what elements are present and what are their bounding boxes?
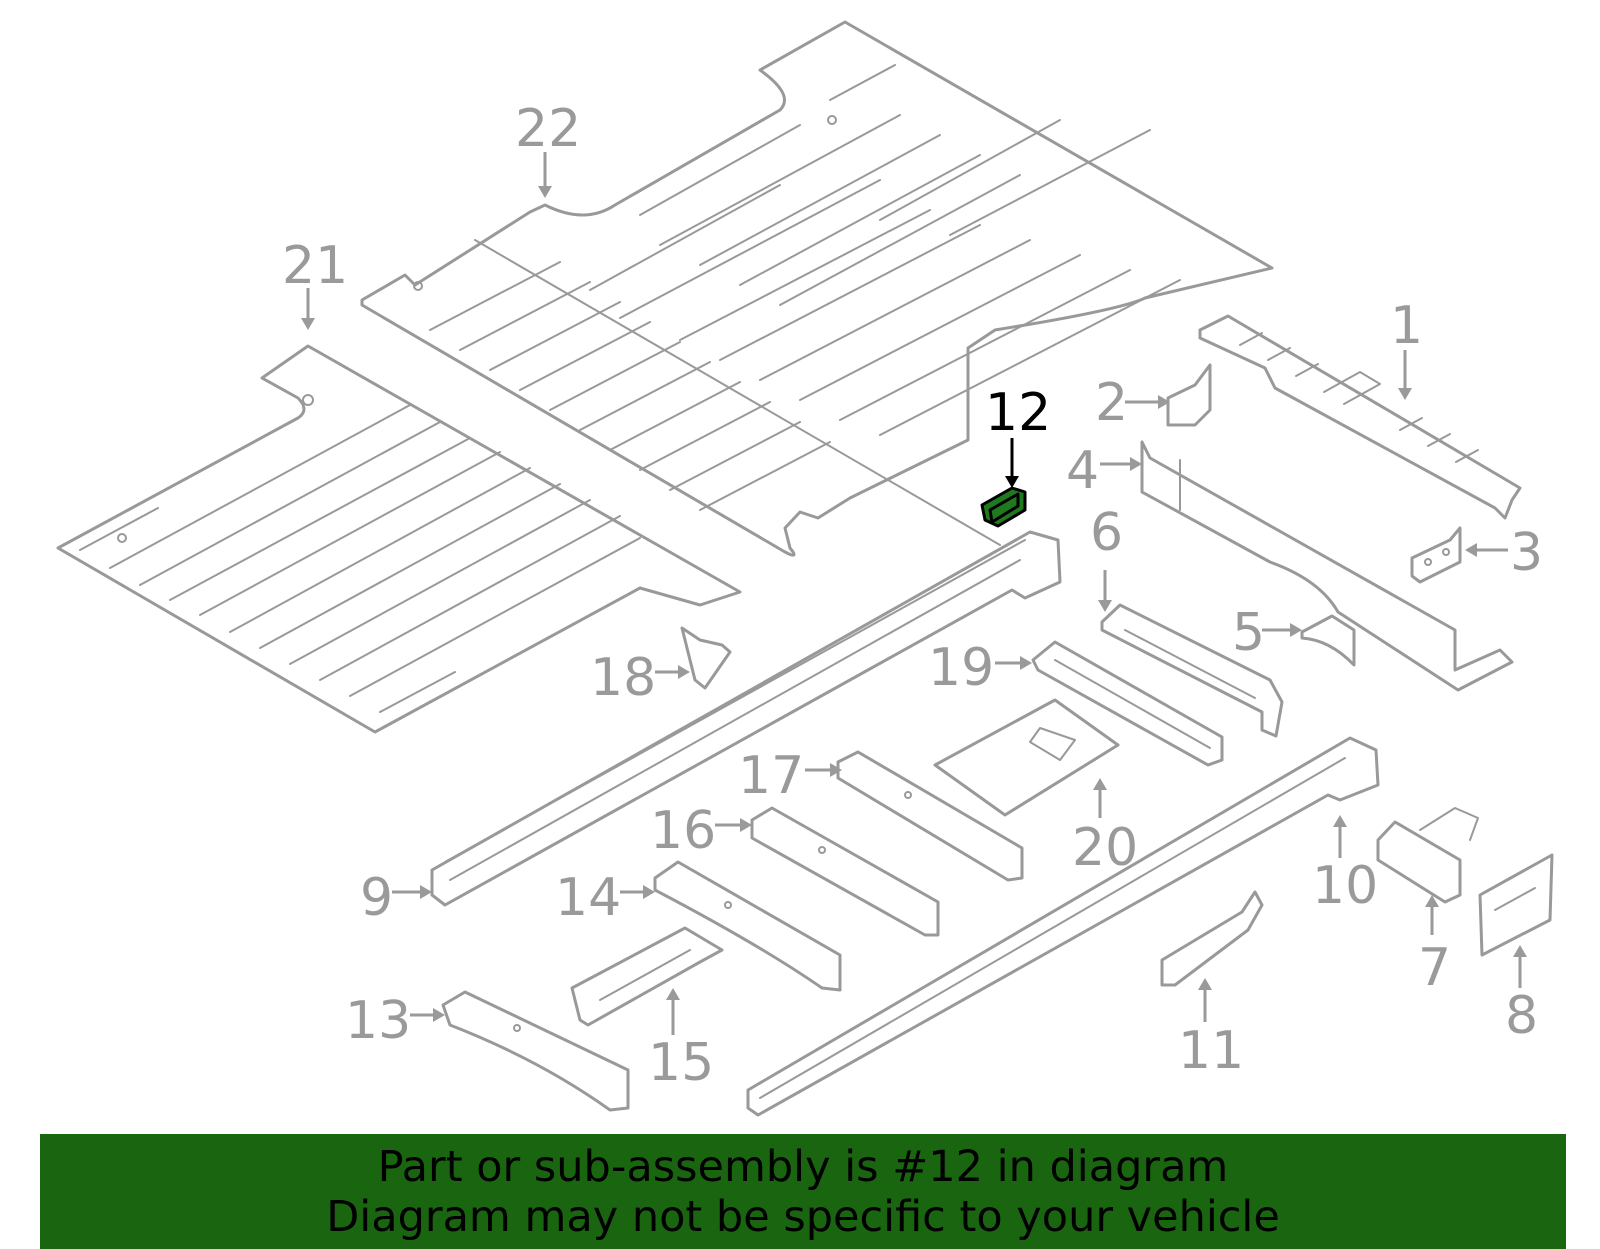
svg-text:4: 4 — [1066, 441, 1099, 501]
callout-19: 19 — [928, 638, 1032, 698]
callout-21: 21 — [282, 236, 348, 330]
part-18-bracket — [680, 626, 732, 690]
callout-2: 2 — [1095, 373, 1170, 433]
svg-text:18: 18 — [590, 648, 656, 708]
callout-15: 15 — [648, 988, 714, 1093]
part-10-rail — [746, 736, 1380, 1117]
part-7-bracket — [1376, 807, 1479, 904]
callout-10: 10 — [1312, 815, 1378, 916]
callout-18: 18 — [590, 648, 690, 708]
svg-text:2: 2 — [1095, 373, 1128, 433]
svg-text:3: 3 — [1510, 523, 1543, 583]
callout-14: 14 — [555, 868, 655, 928]
part-3-bracket — [1410, 526, 1462, 584]
banner-line-disclaimer: Diagram may not be specific to your vehi… — [326, 1191, 1280, 1242]
svg-text:11: 11 — [1178, 1021, 1244, 1081]
part-19-crossmember — [1031, 640, 1224, 767]
svg-text:1: 1 — [1390, 296, 1423, 356]
callout-13: 13 — [345, 991, 445, 1051]
svg-text:14: 14 — [555, 868, 621, 928]
svg-text:8: 8 — [1505, 986, 1538, 1046]
part-1-crossmember — [1198, 314, 1522, 520]
part-13-crossmember — [441, 990, 630, 1112]
svg-text:12: 12 — [985, 383, 1051, 443]
callout-20: 20 — [1072, 778, 1138, 878]
part-16-crossmember — [750, 806, 940, 937]
part-22-floor-panel — [360, 20, 1274, 557]
part-9-rail — [430, 530, 1062, 907]
part-21-floor-panel — [56, 344, 742, 734]
svg-text:20: 20 — [1072, 818, 1138, 878]
callout-7: 7 — [1418, 895, 1451, 998]
svg-text:10: 10 — [1312, 856, 1378, 916]
info-banner: Part or sub-assembly is #12 in diagram D… — [40, 1134, 1566, 1249]
svg-text:19: 19 — [928, 638, 994, 698]
svg-text:13: 13 — [345, 991, 411, 1051]
callout-11: 11 — [1178, 978, 1244, 1081]
part-5-gusset — [1300, 614, 1356, 667]
part-2-bracket — [1166, 363, 1212, 427]
callout-6: 6 — [1090, 503, 1123, 612]
svg-text:16: 16 — [650, 801, 716, 861]
callout-8: 8 — [1505, 945, 1538, 1046]
callout-22: 22 — [515, 99, 581, 198]
part-15-bracket — [570, 926, 724, 1027]
callout-12[interactable]: 12 — [985, 383, 1051, 488]
svg-text:9: 9 — [360, 868, 393, 928]
callout-4: 4 — [1066, 441, 1142, 501]
svg-text:21: 21 — [282, 236, 348, 296]
part-17-crossmember — [836, 750, 1024, 882]
callout-3: 3 — [1465, 523, 1543, 583]
svg-text:17: 17 — [738, 746, 804, 806]
svg-text:5: 5 — [1232, 603, 1265, 663]
callout-16: 16 — [650, 801, 752, 861]
callout-5: 5 — [1232, 603, 1302, 663]
callout-9: 9 — [360, 868, 432, 928]
part-8-plate — [1478, 853, 1554, 957]
svg-text:7: 7 — [1418, 938, 1451, 998]
svg-text:15: 15 — [648, 1033, 714, 1093]
callout-17: 17 — [738, 746, 842, 806]
svg-text:6: 6 — [1090, 503, 1123, 563]
svg-text:22: 22 — [515, 99, 581, 159]
part-11-bracket — [1160, 890, 1264, 987]
part-12-highlighted[interactable] — [980, 486, 1027, 528]
banner-line-part: Part or sub-assembly is #12 in diagram — [377, 1141, 1229, 1192]
part-6-reinforcement — [1100, 603, 1284, 738]
part-14-crossmember — [653, 860, 842, 992]
part-4-side-rail — [1140, 440, 1514, 692]
callout-1: 1 — [1390, 296, 1423, 400]
part-20-plate — [933, 698, 1120, 817]
